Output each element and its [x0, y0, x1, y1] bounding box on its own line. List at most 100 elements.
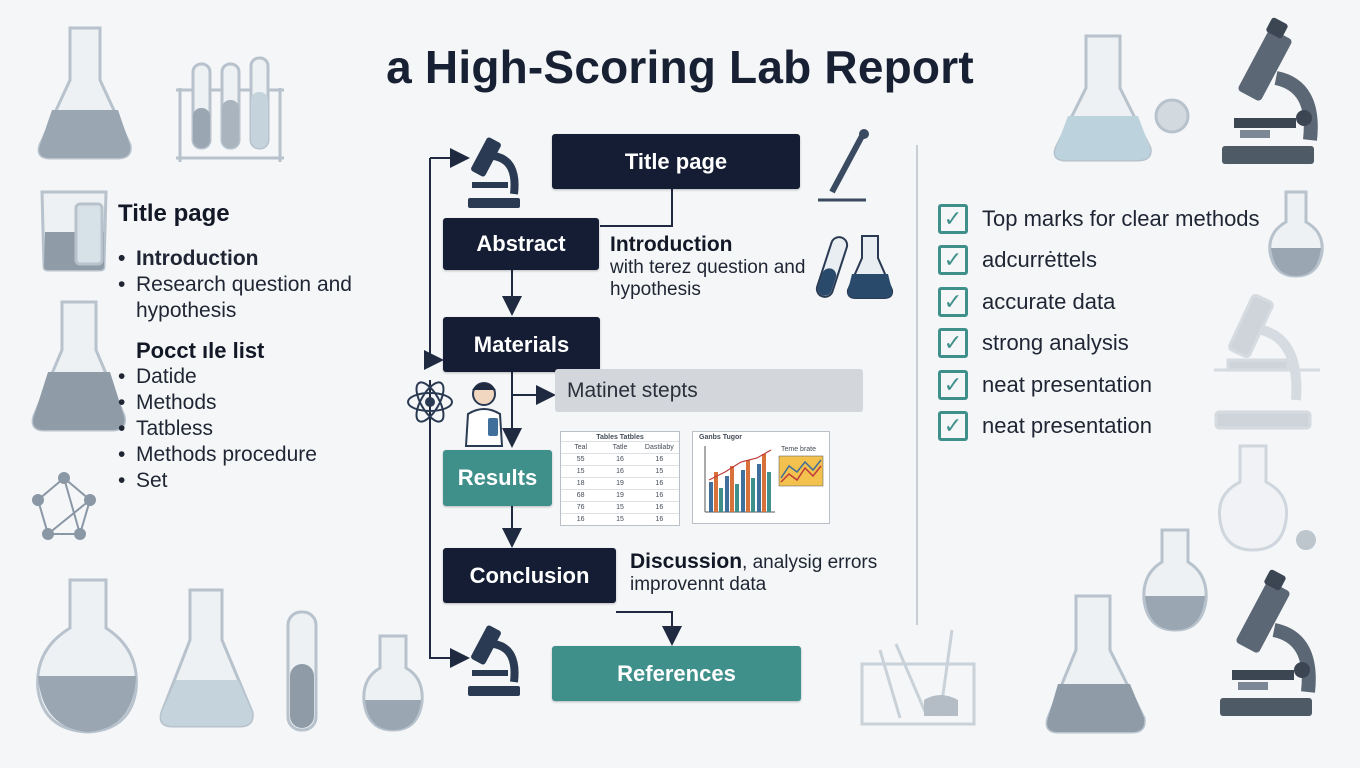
- discussion-annotation-title: Discussion: [630, 550, 743, 573]
- mini-chart-title: Ganbs Tugor: [699, 434, 743, 441]
- mini-table-header-cell: Dastilaby: [644, 444, 674, 451]
- mini-table-cell: 15: [616, 516, 624, 523]
- column-divider: [916, 145, 918, 625]
- mini-table-cell: 16: [616, 456, 624, 463]
- test-tube-icon: [815, 236, 849, 298]
- mini-table-header-cell: Tatle: [612, 444, 628, 451]
- mini-table-row: 16 15 16: [561, 513, 679, 525]
- checklist-item: ✓ neat presentation: [938, 364, 1260, 406]
- left-item-research: Research question and: [118, 272, 398, 298]
- mini-table-cell: 16: [576, 516, 585, 523]
- checkbox-icon: ✓: [938, 245, 968, 276]
- page-title: a High-Scoring Lab Report: [386, 41, 974, 93]
- mini-chart-legend: Teme brate: [781, 446, 817, 453]
- mini-table-cell: 16: [655, 516, 664, 523]
- results-box: Results: [443, 450, 552, 506]
- checklist-item-label: Top marks for clear methods: [982, 205, 1260, 231]
- mini-table-header: Teal Tatle Dastilaby: [561, 441, 679, 453]
- mini-table-cell: 16: [655, 504, 664, 511]
- mini-table-cell: 68: [576, 492, 585, 499]
- mini-table-cell: 15: [655, 468, 664, 475]
- steps-box: Matinet stepts: [555, 369, 863, 412]
- conclusion-box: Conclusion: [443, 548, 616, 603]
- flask-icon: [159, 588, 254, 728]
- left-item-introduction: Introduction: [118, 246, 398, 272]
- mini-table-cell: 19: [616, 480, 624, 487]
- mini-table-title: Tables Tatbles: [596, 434, 644, 441]
- checklist-item: ✓ neat presentation: [938, 406, 1260, 448]
- mini-table-row: 55 16 16: [561, 453, 679, 465]
- checkbox-icon: ✓: [938, 369, 968, 400]
- left-list-item: Datide: [118, 364, 398, 390]
- microscope-icon: [468, 137, 520, 208]
- mini-table-row: 15 16 15: [561, 465, 679, 477]
- materials-box: Materials: [443, 317, 600, 372]
- molecule-icon: [32, 472, 96, 540]
- mini-table-cell: 15: [616, 504, 624, 511]
- scientist-icon: [464, 382, 504, 447]
- checklist-item: ✓accurate data: [938, 281, 1260, 323]
- checkbox-icon: ✓: [938, 286, 968, 317]
- test-tube-rack-icon: [860, 629, 976, 726]
- results-chart-thumbnail: Ganbs Tugor Teme brate: [692, 431, 830, 524]
- microscope-icon: [1222, 17, 1318, 164]
- mini-table-cell: 55: [576, 456, 585, 463]
- left-heading: Title page: [118, 200, 230, 227]
- mini-chart-bars: [709, 454, 771, 512]
- pipette-icon: [818, 129, 869, 202]
- mini-table-cell: 16: [655, 456, 664, 463]
- mini-chart-inset: [778, 455, 824, 487]
- left-list-item: Set: [118, 468, 398, 494]
- abstract-box: Abstract: [443, 218, 599, 270]
- introduction-annotation-title: Introduction: [610, 233, 733, 256]
- mini-table-cell: 16: [655, 480, 664, 487]
- mini-table-cell: 16: [655, 492, 664, 499]
- beaker-icon: [40, 190, 108, 272]
- flask-icon: [36, 578, 138, 734]
- checklist-item-label: adcurrėttels: [982, 247, 1097, 273]
- flask-icon: [1268, 190, 1324, 278]
- checklist-item: ✓ adcurrėttels: [938, 240, 1260, 282]
- mini-table-header-cell: Teal: [574, 444, 588, 451]
- flask-icon: [362, 634, 424, 732]
- mini-table-cell: 19: [616, 492, 624, 499]
- mini-table-cell: 16: [616, 468, 624, 475]
- microscope-icon: [1220, 569, 1316, 716]
- discussion-annotation-line2: improvennt data: [630, 574, 767, 595]
- checklist-item-label: strong analysis: [982, 330, 1129, 356]
- results-table-thumbnail: Tables Tatbles Teal Tatle Dastilaby 55 16…: [560, 431, 680, 526]
- introduction-annotation-line2: hypothesis: [610, 279, 701, 300]
- mini-table-cell: 15: [576, 468, 585, 475]
- discussion-annotation: Discussion, analysig errors improvennt d…: [630, 551, 877, 596]
- checklist-item-label: neat presentation: [982, 371, 1153, 397]
- flask-icon: [1142, 528, 1208, 632]
- molecule-icon: [407, 381, 453, 423]
- mini-table-row: 68 19 16: [561, 489, 679, 501]
- checkbox-icon: ✓: [938, 411, 968, 442]
- left-list-item: Methods: [118, 390, 398, 416]
- checklist-item-label: neat presentation: [982, 413, 1153, 439]
- flask-icon: [1053, 34, 1152, 162]
- introduction-annotation-line1: with terez question and: [610, 257, 806, 278]
- checkbox-icon: ✓: [938, 203, 968, 234]
- microscope-icon: [1214, 293, 1320, 430]
- flask-icon: [846, 235, 894, 299]
- flask-icon: [1217, 444, 1316, 552]
- microscope-icon: [468, 625, 520, 696]
- flask-icon: [37, 26, 132, 160]
- left-list-heading: Pocct ıle list: [136, 338, 265, 363]
- mini-chart-plot: [704, 446, 824, 513]
- left-list-item: Methods procedure: [118, 442, 398, 468]
- checklist: ✓ Top marks for clear methods ✓ adcurrėtte…: [938, 198, 1260, 447]
- introduction-annotation: Introduction with terez question and hyp…: [610, 234, 805, 301]
- left-item-research-cont: hypothesis: [136, 299, 237, 322]
- checklist-item: ✓strong analysis: [938, 323, 1260, 365]
- flask-icon: [1045, 594, 1146, 734]
- checklist-item: ✓ Top marks for clear methods: [938, 198, 1260, 240]
- test-tube-rack-icon: [176, 56, 284, 162]
